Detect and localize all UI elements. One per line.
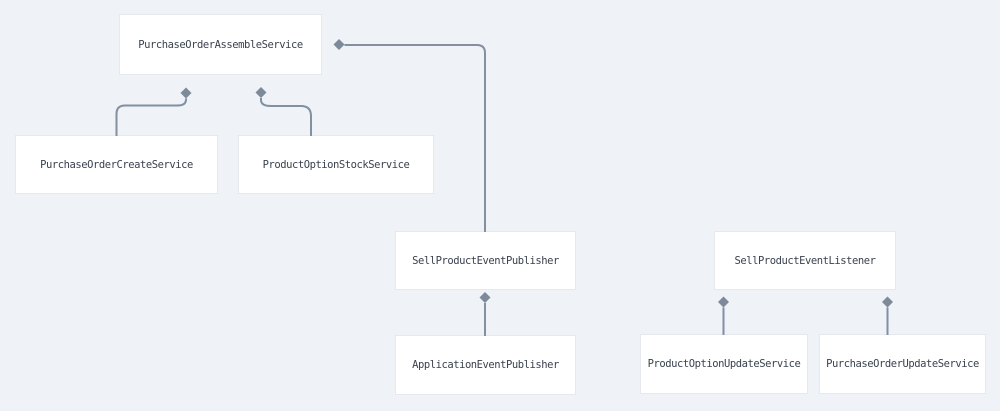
edge-stock-to-assemble	[260, 98, 312, 136]
diamond-arrowhead-appevent-to-publisher	[479, 292, 491, 303]
node-product-option-update-service[interactable]: ProductOptionUpdateService	[641, 335, 807, 393]
diamond-arrowhead-create-to-assemble	[180, 87, 192, 99]
edge-create-to-assemble	[115, 98, 187, 136]
node-purchase-order-update-service[interactable]: PurchaseOrderUpdateService	[820, 335, 985, 393]
diamond-arrowhead-optionupdate-to-listener	[718, 296, 729, 308]
diamond-arrowhead-publisher-to-assemble	[333, 39, 345, 50]
node-product-option-stock-service[interactable]: ProductOptionStockService	[239, 136, 433, 193]
node-purchase-order-assemble-service[interactable]: PurchaseOrderAssembleService	[120, 15, 321, 74]
diamond-arrowhead-orderupdate-to-listener	[882, 296, 893, 308]
diamond-arrowhead-stock-to-assemble	[255, 87, 267, 98]
node-sell-product-event-publisher[interactable]: SellProductEventPublisher	[396, 232, 575, 289]
node-purchase-order-create-service[interactable]: PurchaseOrderCreateService	[16, 136, 217, 193]
node-application-event-publisher[interactable]: ApplicationEventPublisher	[396, 336, 575, 394]
node-sell-product-event-listener[interactable]: SellProductEventListener	[715, 232, 895, 289]
